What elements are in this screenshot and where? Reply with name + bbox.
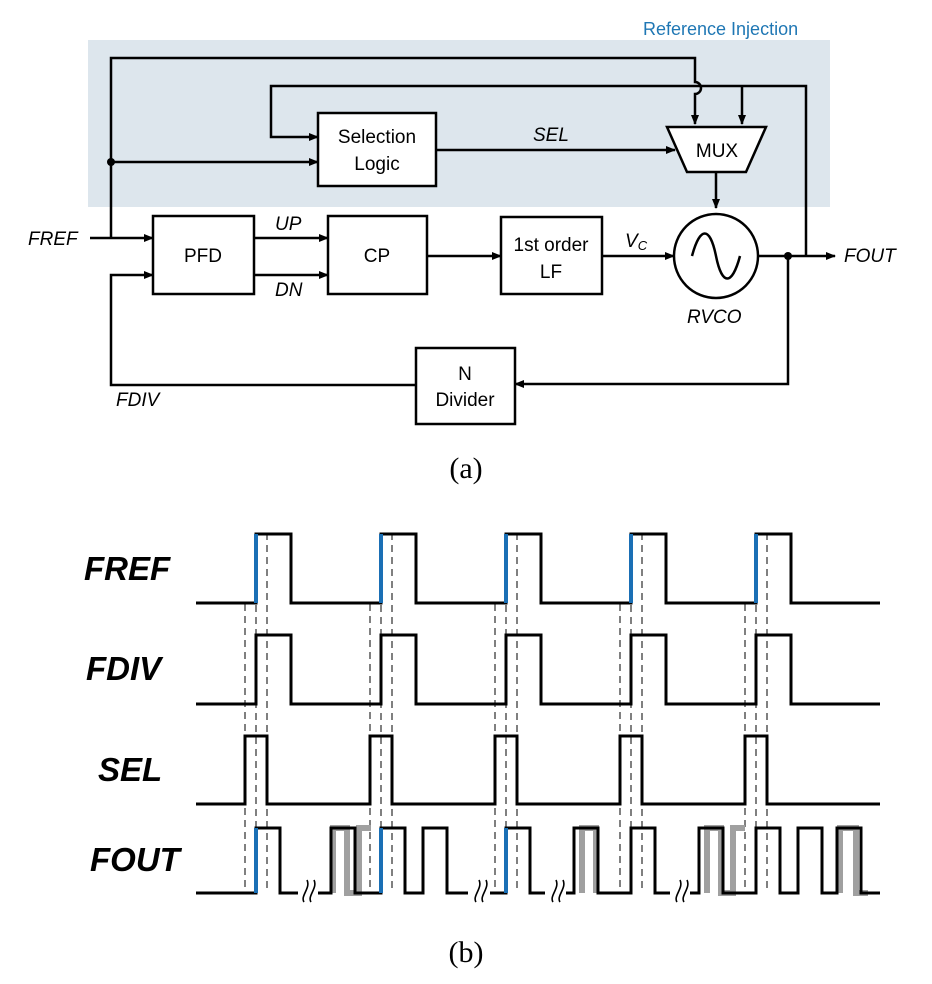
- fdiv-signal-label: FDIV: [116, 390, 162, 411]
- n-divider-label-2: Divider: [435, 390, 495, 411]
- rvco-signal-label: RVCO: [687, 307, 742, 328]
- fout-feedback-wire: [269, 84, 808, 256]
- edge-highlights: [254, 534, 758, 893]
- sel-row-label: SEL: [98, 751, 162, 788]
- pfd-block: PFD: [151, 214, 256, 296]
- selection-logic-label-2: Logic: [354, 154, 399, 175]
- up-signal-label: UP: [275, 214, 302, 235]
- mux-label: MUX: [696, 141, 739, 162]
- loop-filter-label-1: 1st order: [514, 235, 590, 256]
- loop-filter-label-2: LF: [540, 262, 562, 283]
- fref-signal-label: FREF: [28, 229, 79, 250]
- timing-diagram: FREF FDIV SEL FOUT: [84, 532, 880, 969]
- cp-block: CP: [326, 214, 429, 296]
- fout-oscillation: [330, 825, 868, 896]
- loop-filter-block: 1st order LF: [499, 215, 604, 296]
- fref-row-label: FREF: [84, 550, 171, 587]
- rvco-block: [672, 212, 760, 300]
- selection-logic-label-1: Selection: [338, 127, 416, 148]
- block-diagram: Reference Injection Selection Logic MUX: [28, 19, 897, 485]
- cp-label: CP: [364, 246, 390, 267]
- sel-signal-label: SEL: [533, 125, 569, 146]
- sel-waveform: [196, 734, 880, 806]
- fout-waveform: [196, 826, 880, 895]
- fout-signal-label: FOUT: [844, 246, 897, 267]
- vc-signal-label: VC: [625, 231, 648, 253]
- n-divider-block: N Divider: [414, 346, 517, 426]
- caption-b: (b): [449, 936, 484, 969]
- divider-feedback-wire: [514, 256, 790, 388]
- reference-injection-region: [88, 40, 830, 207]
- fout-junction: [784, 252, 792, 260]
- sine-icon: [690, 232, 742, 280]
- pfd-label: PFD: [184, 246, 222, 267]
- fdiv-feedback-wire: [109, 271, 416, 387]
- dn-signal-label: DN: [275, 280, 303, 301]
- time-break-marks: [302, 879, 689, 903]
- caption-a: (a): [449, 452, 482, 485]
- fref-waveform: [196, 532, 880, 605]
- selection-logic-block: Selection Logic: [316, 111, 438, 188]
- fout-row-label: FOUT: [90, 841, 183, 878]
- n-divider-label-1: N: [458, 364, 472, 385]
- reference-injection-label: Reference Injection: [643, 19, 798, 39]
- fdiv-waveform: [196, 633, 880, 706]
- fdiv-row-label: FDIV: [86, 650, 164, 687]
- fref-junction: [107, 158, 115, 166]
- mux-block: MUX: [665, 125, 768, 174]
